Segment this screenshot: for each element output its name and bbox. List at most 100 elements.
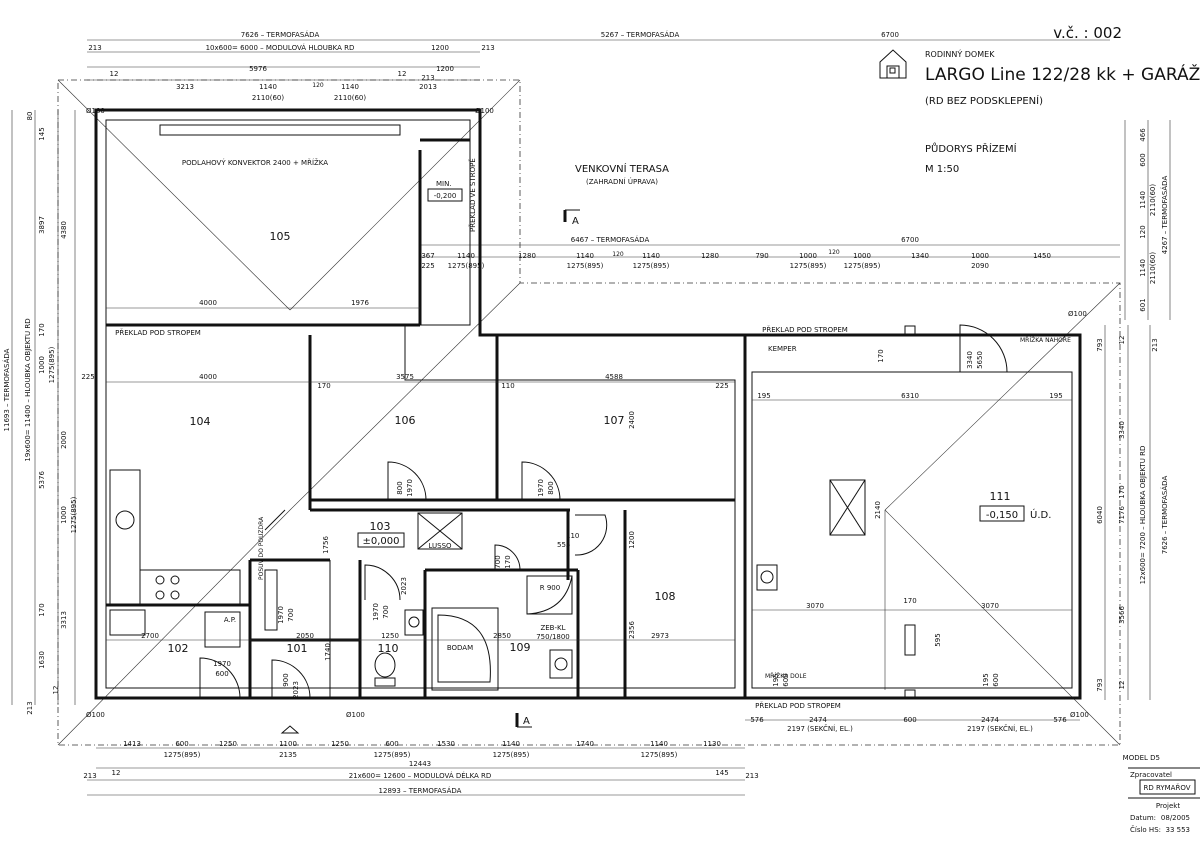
dim-right: 7176 [1118, 506, 1126, 524]
dim-right: 793 [1096, 678, 1104, 691]
dim-inner: 1970 [372, 603, 380, 621]
dim-right: 3566 [1118, 606, 1126, 624]
dim-inner: 600 [215, 670, 228, 678]
dim-top: 1275(895) [448, 262, 485, 270]
dim-top: 2013 [419, 83, 437, 91]
hs-label: Číslo HS: [1130, 825, 1161, 834]
dim-inner: 555 [557, 541, 570, 549]
dim-top: 1275(895) [633, 262, 670, 270]
dim-top: 213 [481, 44, 494, 52]
dim-inner: 2700 [141, 632, 159, 640]
house-icon [879, 49, 907, 79]
drawing-number: v.č. : 002 [1053, 24, 1122, 42]
dim-right: 793 [1096, 338, 1104, 351]
annotations: VENKOVNÍ TERASA (ZAHRADNÍ ÚPRAVA) MIN. -… [86, 107, 1089, 734]
dim-bottom: 1413 [123, 740, 141, 748]
dim-top: 3213 [176, 83, 194, 91]
dim-inner: 1200 [628, 531, 636, 549]
pipe-label: Ø100 [346, 711, 365, 719]
dim-inner: 1970 [537, 479, 545, 497]
dim-left: 1000 [38, 356, 46, 374]
room-111-suffix: Ú.D. [1030, 508, 1051, 521]
dim-inner: 1970 [406, 479, 414, 497]
dim-top: 1280 [518, 252, 536, 260]
pipe-label: Ø100 [1070, 711, 1089, 719]
dim-bottom: 1275(895) [374, 751, 411, 759]
room-105: 105 [270, 230, 291, 243]
dim-inner: 4000 [199, 299, 217, 307]
dim-left: 1000 [60, 506, 68, 524]
dim-right: 3340 [1118, 421, 1126, 439]
dim-inner: 110 [566, 532, 579, 540]
dim-top: 2110(60) [252, 94, 284, 102]
title-block: v.č. : 002 RODINNÝ DOMEK LARGO Line 122/… [879, 24, 1200, 175]
dim-top: 213 [88, 44, 101, 52]
room-labels: 105 104 106 107 103 ±0,000 108 109 110 1… [168, 230, 1052, 655]
dim-inner: 700 [382, 605, 390, 618]
scale: M 1:50 [925, 164, 959, 175]
dim-inner: 1976 [351, 299, 369, 307]
dim-top: 1340 [911, 252, 929, 260]
dim-inner: 170 [504, 555, 512, 568]
dim-inner: 170 [903, 597, 916, 605]
kitchen-counter [139, 569, 241, 606]
dim-inner: 2140 [874, 501, 882, 519]
dim-top: 5976 [249, 65, 267, 73]
dim-bottom: 1530 [437, 740, 455, 748]
dim-bottom: 2197 (SEKČNÍ, EL.) [967, 724, 1033, 733]
model-label: MODEL D5 [1123, 754, 1160, 762]
dim-inner: 4000 [199, 373, 217, 381]
dim-bottom: 213 [745, 772, 758, 780]
dim-inner: 170 [877, 349, 885, 362]
pipe-label: Ø100 [1068, 310, 1087, 318]
dim-right: 2110(60) [1149, 252, 1157, 284]
dim-top: 1275(895) [844, 262, 881, 270]
project-label: Projekt [1156, 802, 1180, 810]
min-label: MIN. [436, 180, 452, 188]
dim-bottom: 1250 [331, 740, 349, 748]
dim-inner: 700 [287, 608, 295, 621]
dim-inner: 1756 [322, 536, 330, 554]
dims-top: 7626 – TERMOFASÁDA 5267 – TERMOFASÁDA 67… [87, 30, 1120, 270]
dim-right: 120 [1139, 225, 1147, 238]
dim-inner: 1970 [213, 660, 231, 668]
prepared-label: Zpracovatel [1130, 771, 1172, 779]
dim-inner: 1250 [381, 632, 399, 640]
dim-bottom: 600 [175, 740, 188, 748]
boiler [204, 611, 241, 648]
dim-right: 7626 – TERMOFASÁDA [1160, 476, 1169, 555]
svg-text:A: A [572, 216, 579, 227]
footer-stamp: MODEL D5 Zpracovatel RD RYMAŘOV Projekt … [1123, 754, 1200, 834]
dim-right: 12 [1118, 336, 1126, 345]
dim-right: 1140 [1139, 191, 1147, 209]
dim-left: 80 [26, 112, 34, 121]
view-name: PŮDORYS PŘÍZEMÍ [925, 142, 1017, 155]
dim-top: 120 [828, 249, 840, 256]
dim-left: 1275(895) [70, 496, 78, 533]
lintel-ceiling-label: PŘEKLAD VE STROPĚ [468, 158, 477, 232]
dim-top: 1200 [431, 44, 449, 52]
fixtures: PODLAHOVÝ KONVEKTOR 2400 + MŘÍŽKA A.P. B… [109, 124, 916, 699]
lintel-label: PŘEKLAD POD STROPEM [755, 701, 841, 710]
dim-top: 1140 [457, 252, 475, 260]
dim-inner: 3340 [966, 351, 974, 369]
entrance-arrow-icon [280, 725, 300, 734]
dim-bottom: 145 [715, 769, 728, 777]
svg-text:A: A [523, 716, 530, 727]
dim-left: 1630 [38, 651, 46, 669]
dim-inner: 2050 [296, 632, 314, 640]
dim-left: 12 [52, 686, 60, 695]
pocket-label: POSUV DO POUZDRA [258, 516, 265, 580]
dim-inner: 595 [934, 633, 942, 646]
dim-top: 2090 [971, 262, 989, 270]
dim-inner: 195 [982, 673, 990, 686]
dim-inner: 900 [282, 673, 290, 686]
dim-inner: 800 [547, 481, 555, 494]
dim-bottom: 1130 [703, 740, 721, 748]
dim-left: 11693 – TERMOFASÁDA [2, 348, 11, 431]
dim-left: 145 [38, 127, 46, 140]
dim-bottom: 576 [750, 716, 764, 724]
dim-inner: 225 [715, 382, 728, 390]
room-110: 110 [378, 642, 399, 655]
